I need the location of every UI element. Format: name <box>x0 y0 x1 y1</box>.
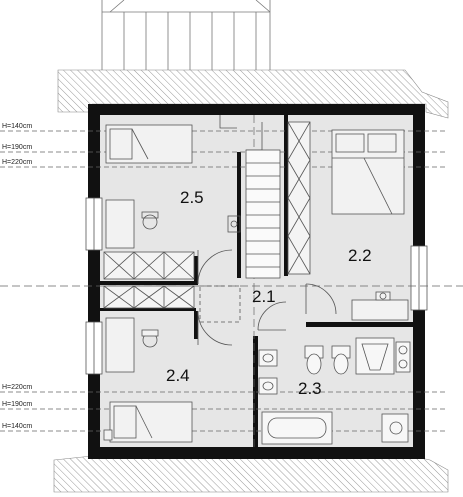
height-label: H=190cm <box>2 144 32 151</box>
height-labels-top: H=140cm H=190cm H=220cm <box>2 123 32 166</box>
room-label-2-5: 2.5 <box>180 188 204 207</box>
wardrobes <box>103 121 311 309</box>
height-labels-bottom: H=220cm H=190cm H=140cm <box>2 384 32 430</box>
height-label: H=220cm <box>2 159 32 166</box>
door-swings <box>197 249 337 346</box>
room-22-furniture <box>331 129 409 321</box>
roof-window-frame <box>101 0 271 70</box>
side-windows <box>85 197 428 375</box>
room-label-2-4: 2.4 <box>166 366 190 385</box>
height-label: H=140cm <box>2 423 32 430</box>
height-label: H=220cm <box>2 384 32 391</box>
height-label: H=190cm <box>2 401 32 408</box>
height-label: H=140cm <box>2 123 32 130</box>
room-label-2-1: 2.1 <box>252 287 276 306</box>
staircase <box>219 115 281 279</box>
bathroom-fixtures <box>258 337 411 445</box>
room-24-furniture <box>103 317 193 443</box>
roof-eaves <box>53 69 449 493</box>
interior-walls <box>100 115 413 447</box>
room-25-furniture <box>105 124 241 249</box>
room-label-2-3: 2.3 <box>298 379 322 398</box>
room-label-2-2: 2.2 <box>348 246 372 265</box>
